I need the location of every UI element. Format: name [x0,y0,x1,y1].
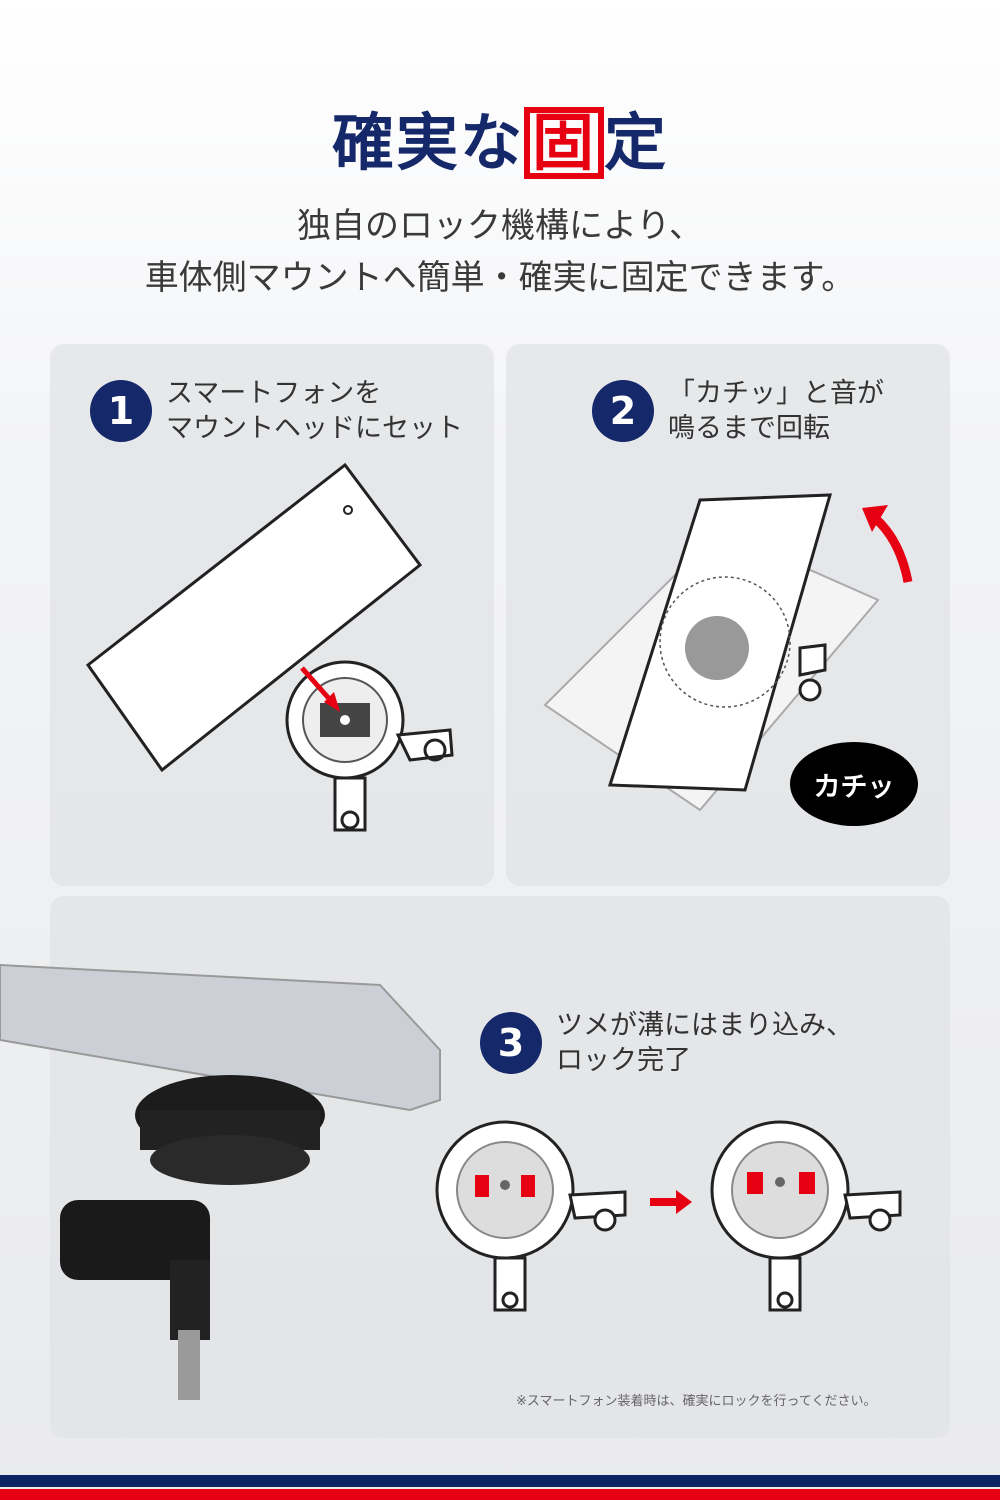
step2-number: 2 [592,380,654,442]
step1-label: 1 スマートフォンをマウントヘッドにセット [90,376,463,446]
step2-line1: 「カチッ」と音が [668,378,884,409]
step3-line2: ロック完了 [556,1045,691,1076]
click-sound-bubble: カチッ [790,742,918,826]
arrow-right-icon [650,1190,692,1214]
step2-line2: 鳴るまで回転 [668,413,830,444]
step1-number: 1 [90,380,152,442]
step1-line2: マウントヘッドにセット [166,413,463,444]
title-part1: 確実な [331,106,524,179]
step2-label: 2 「カチッ」と音が鳴るまで回転 [592,376,884,446]
step3-line1: ツメが溝にはまり込み、 [556,1010,853,1041]
step3-diagram [435,1120,902,1312]
mount-head-unlocked [435,1120,627,1312]
subtitle-line1: 独自のロック機構により、 [297,206,703,246]
subtitle-line2: 車体側マウントへ簡単・確実に固定できます。 [144,258,856,298]
page-title: 確実な固定 [0,92,1000,182]
step1-illustration [85,462,454,832]
mount-head-locked [710,1120,902,1312]
step3-number: 3 [480,1012,542,1074]
footer-red-stripe [0,1489,1000,1500]
title-highlight: 固 [523,107,604,179]
step3-label: 3 ツメが溝にはまり込み、ロック完了 [480,1008,853,1078]
subtitle: 独自のロック機構により、車体側マウントへ簡単・確実に固定できます。 [0,200,1000,304]
footnote: ※スマートフォン装着時は、確実にロックを行ってください。 [516,1394,877,1409]
step1-line1: スマートフォンを [166,378,382,409]
title-part2: 定 [604,106,669,179]
step2-illustration [543,493,913,812]
footer-navy-stripe [0,1475,1000,1487]
product-photo [0,963,441,1400]
